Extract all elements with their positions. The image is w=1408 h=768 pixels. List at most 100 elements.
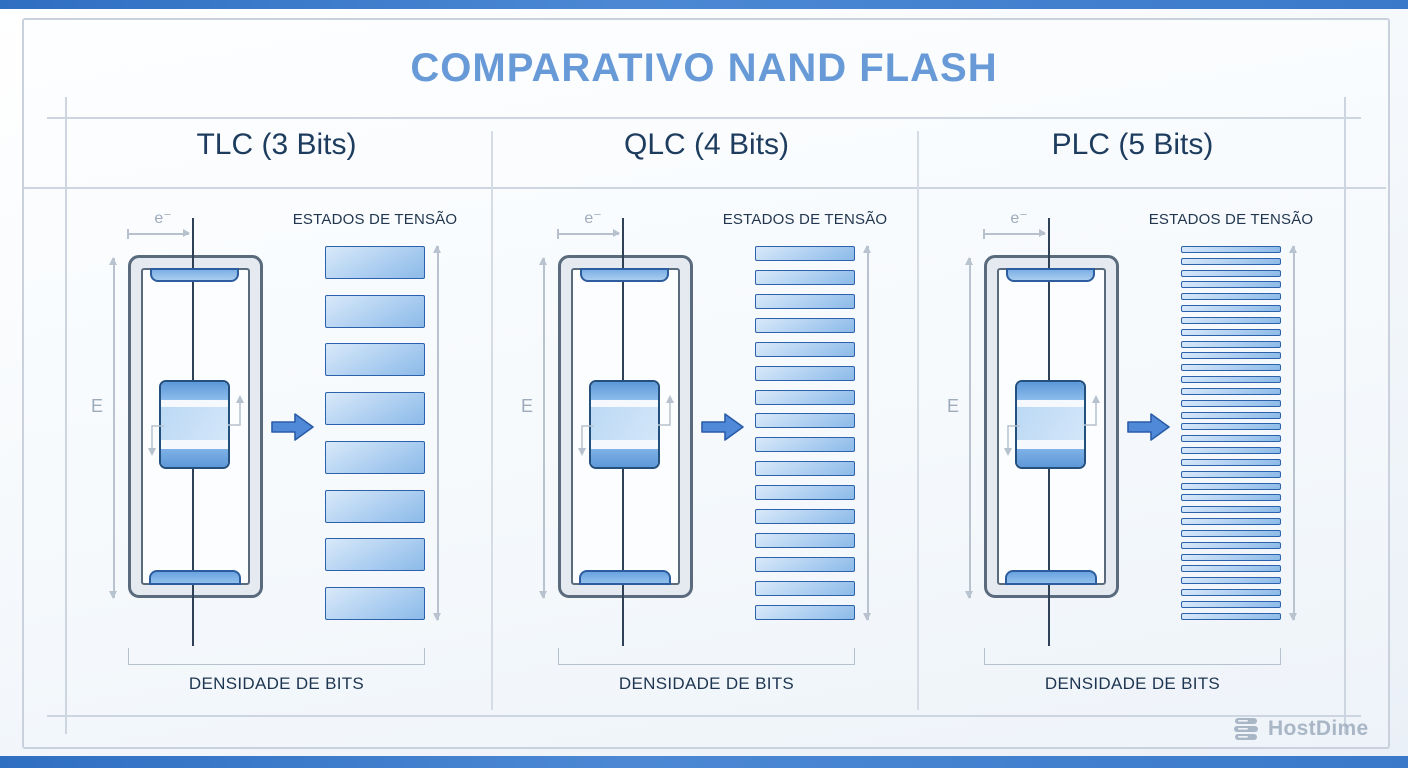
voltage-state-bar	[325, 538, 425, 572]
oxide-band	[161, 440, 228, 449]
gate-band	[591, 449, 658, 467]
electron-label: e⁻	[154, 210, 172, 227]
dimension-arrow-e	[540, 257, 546, 599]
voltage-state-bar	[1181, 494, 1281, 502]
voltage-state-bar	[755, 437, 855, 453]
field-label: E	[946, 396, 959, 416]
charge-band	[161, 407, 228, 440]
electron-arrow-icon	[983, 230, 1046, 238]
voltage-state-bar	[755, 509, 855, 525]
voltage-state-bar	[755, 317, 855, 333]
voltage-states-stack	[325, 246, 425, 620]
voltage-states-title: ESTADOS DE TENSÃO	[1148, 211, 1314, 228]
oxide-band	[1017, 400, 1084, 407]
voltage-state-bar	[755, 580, 855, 596]
column-plc: PLC (5 Bits) e⁻ E ESTADOS DE T	[939, 120, 1339, 720]
voltage-state-bar	[1181, 293, 1281, 301]
charge-down-arrow-icon	[578, 425, 594, 456]
bottom-banner	[0, 756, 1408, 768]
charge-band	[591, 407, 658, 440]
voltage-state-bar	[325, 246, 425, 279]
density-bracket	[128, 648, 425, 665]
floating-gate-stack	[159, 380, 230, 469]
voltage-range-arrow	[1290, 245, 1296, 621]
charge-down-arrow-icon	[1004, 425, 1020, 456]
column-title: QLC (4 Bits)	[623, 128, 790, 161]
dimension-arrow-e	[966, 257, 972, 599]
voltage-state-bar	[1181, 435, 1281, 443]
charge-up-arrow-icon	[1084, 395, 1100, 426]
voltage-state-bar	[1181, 411, 1281, 419]
field-label: E	[90, 396, 103, 416]
voltage-state-bar	[1181, 316, 1281, 324]
voltage-state-bar	[1181, 376, 1281, 384]
voltage-states-stack	[1181, 246, 1281, 620]
voltage-state-bar	[755, 341, 855, 357]
oxide-band	[591, 440, 658, 449]
density-bracket	[984, 648, 1281, 665]
voltage-states-title: ESTADOS DE TENSÃO	[292, 211, 458, 228]
page-title: COMPARATIVO NAND FLASH	[410, 46, 998, 90]
voltage-state-bar	[325, 586, 425, 620]
voltage-state-bar	[325, 489, 425, 523]
charge-band	[1017, 407, 1084, 440]
charge-up-arrow-icon	[228, 395, 244, 426]
gate-band	[161, 449, 228, 467]
density-bracket	[558, 648, 855, 665]
electron-arrow-icon	[127, 230, 190, 238]
voltage-state-bar	[1181, 612, 1281, 620]
substrate-plate	[1005, 570, 1097, 585]
voltage-state-bar	[325, 343, 425, 377]
field-label: E	[520, 396, 533, 416]
voltage-state-bar	[325, 294, 425, 328]
substrate-plate	[149, 570, 241, 585]
voltage-state-bar	[1181, 565, 1281, 573]
voltage-state-bar	[1181, 529, 1281, 537]
substrate-plate	[579, 570, 671, 585]
title-rule	[47, 117, 1361, 119]
voltage-state-bar	[755, 365, 855, 381]
voltage-state-bar	[325, 392, 425, 426]
voltage-state-bar	[1181, 458, 1281, 466]
voltage-state-bar	[1181, 364, 1281, 372]
hostdime-logo: HostDime	[1232, 717, 1368, 741]
column-divider-2	[917, 131, 919, 710]
voltage-state-bar	[755, 246, 855, 261]
voltage-state-bar	[1181, 553, 1281, 561]
voltage-state-bar	[1181, 352, 1281, 360]
voltage-state-bar	[1181, 257, 1281, 265]
voltage-states-title: ESTADOS DE TENSÃO	[722, 211, 888, 228]
transfer-arrow-icon	[271, 413, 314, 441]
voltage-state-bar	[1181, 447, 1281, 455]
floating-gate-stack	[1015, 380, 1086, 469]
top-banner	[0, 0, 1408, 9]
voltage-state-bar	[1181, 541, 1281, 549]
gate-band	[161, 382, 228, 400]
voltage-state-bar	[1181, 470, 1281, 478]
bit-density-title: DENSIDADE DE BITS	[188, 674, 365, 693]
voltage-state-bar	[755, 269, 855, 285]
transfer-arrow-icon	[1127, 413, 1170, 441]
voltage-state-bar	[1181, 328, 1281, 336]
voltage-state-bar	[755, 556, 855, 572]
voltage-state-bar	[755, 485, 855, 501]
voltage-state-bar	[755, 293, 855, 309]
voltage-state-bar	[1181, 387, 1281, 395]
control-gate-plate	[1006, 268, 1095, 282]
electron-label: e⁻	[1010, 210, 1028, 227]
voltage-state-bar	[1181, 577, 1281, 585]
voltage-state-bar	[755, 413, 855, 429]
voltage-state-bar	[755, 461, 855, 477]
charge-down-arrow-icon	[148, 425, 164, 456]
control-gate-plate	[150, 268, 239, 282]
charge-up-arrow-icon	[658, 395, 674, 426]
voltage-state-bar	[1181, 399, 1281, 407]
gate-band	[1017, 449, 1084, 467]
voltage-state-bar	[1181, 269, 1281, 277]
bit-density-title: DENSIDADE DE BITS	[1044, 674, 1221, 693]
voltage-state-bar	[1181, 305, 1281, 313]
voltage-state-bar	[1181, 506, 1281, 514]
voltage-state-bar	[1181, 600, 1281, 608]
oxide-band	[161, 400, 228, 407]
gate-band	[591, 382, 658, 400]
